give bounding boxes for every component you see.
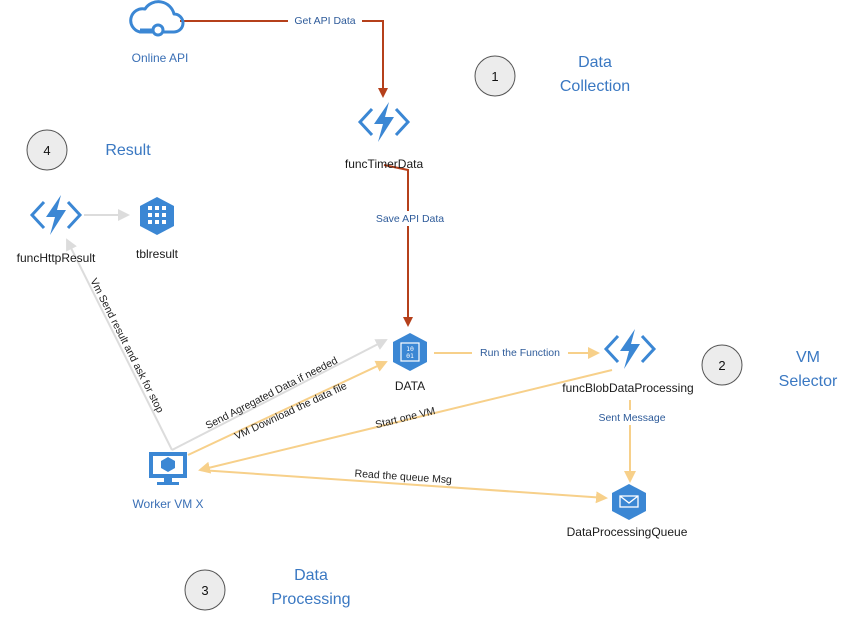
edge-vm-send-result: Vm Send result and ask for stop [66,238,173,451]
node-label-worker-vm: Worker VM X [132,497,203,511]
step-1: 1 Data Collection [474,54,630,97]
node-label-online-api: Online API [132,51,189,65]
node-label-func-timer-data: funcTimerData [345,157,424,171]
section-label-line2: Collection [560,78,630,95]
edge-label-save-api-data: Save API Data [376,213,444,225]
step-3: 3 Data Processing [184,567,351,611]
edge-run-the-function: Run the Function [434,345,600,360]
node-data-processing-queue[interactable]: DataProcessingQueue [567,484,688,539]
edge-sent-message: Sent Message [594,400,670,483]
edge-label-get-api-data: Get API Data [294,15,355,27]
section-label-line1: Data [578,54,612,71]
azure-function-icon [603,329,657,369]
blob-storage-icon: 10 01 [393,333,427,371]
edge-label-start-one-vm: Start one VM [374,405,436,431]
node-label-tbl-result: tblresult [136,247,179,261]
svg-text:01: 01 [406,352,414,360]
edge-read-the-queue-msg: Read the queue Msg [199,468,608,504]
node-online-api[interactable]: Online API [129,0,189,65]
node-label-func-blob-data-processing: funcBlobDataProcessing [562,381,693,395]
node-data[interactable]: 10 01 DATA [393,333,427,393]
edge-label-sent-message: Sent Message [598,412,665,424]
node-label-data-processing-queue: DataProcessingQueue [567,525,688,539]
azure-function-icon [29,195,83,235]
node-worker-vm[interactable]: Worker VM X [132,452,204,511]
node-tbl-result[interactable]: tblresult [136,197,179,261]
step-2: 2 VM Selector [701,344,838,390]
step-4: 4 Result [26,129,151,171]
node-label-data: DATA [395,379,425,393]
node-func-blob-data-processing[interactable]: funcBlobDataProcessing [562,329,694,395]
node-func-timer-data[interactable]: funcTimerData [345,102,424,171]
node-label-func-http-result: funcHttpResult [17,251,96,265]
table-storage-icon [140,197,174,235]
queue-storage-icon [612,484,646,520]
step-number: 2 [718,358,725,373]
section-label-line1: Result [105,142,151,159]
step-number: 3 [201,583,208,598]
section-label-line2: Processing [271,591,350,608]
edge-get-api-data: Get API Data [180,13,388,98]
edge-save-api-data: Save API Data [370,164,450,327]
node-func-http-result[interactable]: funcHttpResult [17,195,96,265]
step-number: 1 [491,69,498,84]
virtual-machine-icon [149,452,187,485]
cloud-api-icon [129,0,185,37]
section-label-line1: VM [796,349,820,366]
azure-function-icon [357,102,411,142]
section-label-line2: Selector [779,373,838,390]
svg-text:10: 10 [406,345,414,353]
section-label-line1: Data [294,567,328,584]
step-number: 4 [43,143,50,158]
edge-label-vm-send-result: Vm Send result and ask for stop [87,276,166,415]
edge-label-run-the-function: Run the Function [480,347,560,359]
edge-vm-download-data-file: VM Download the data file [187,360,388,456]
